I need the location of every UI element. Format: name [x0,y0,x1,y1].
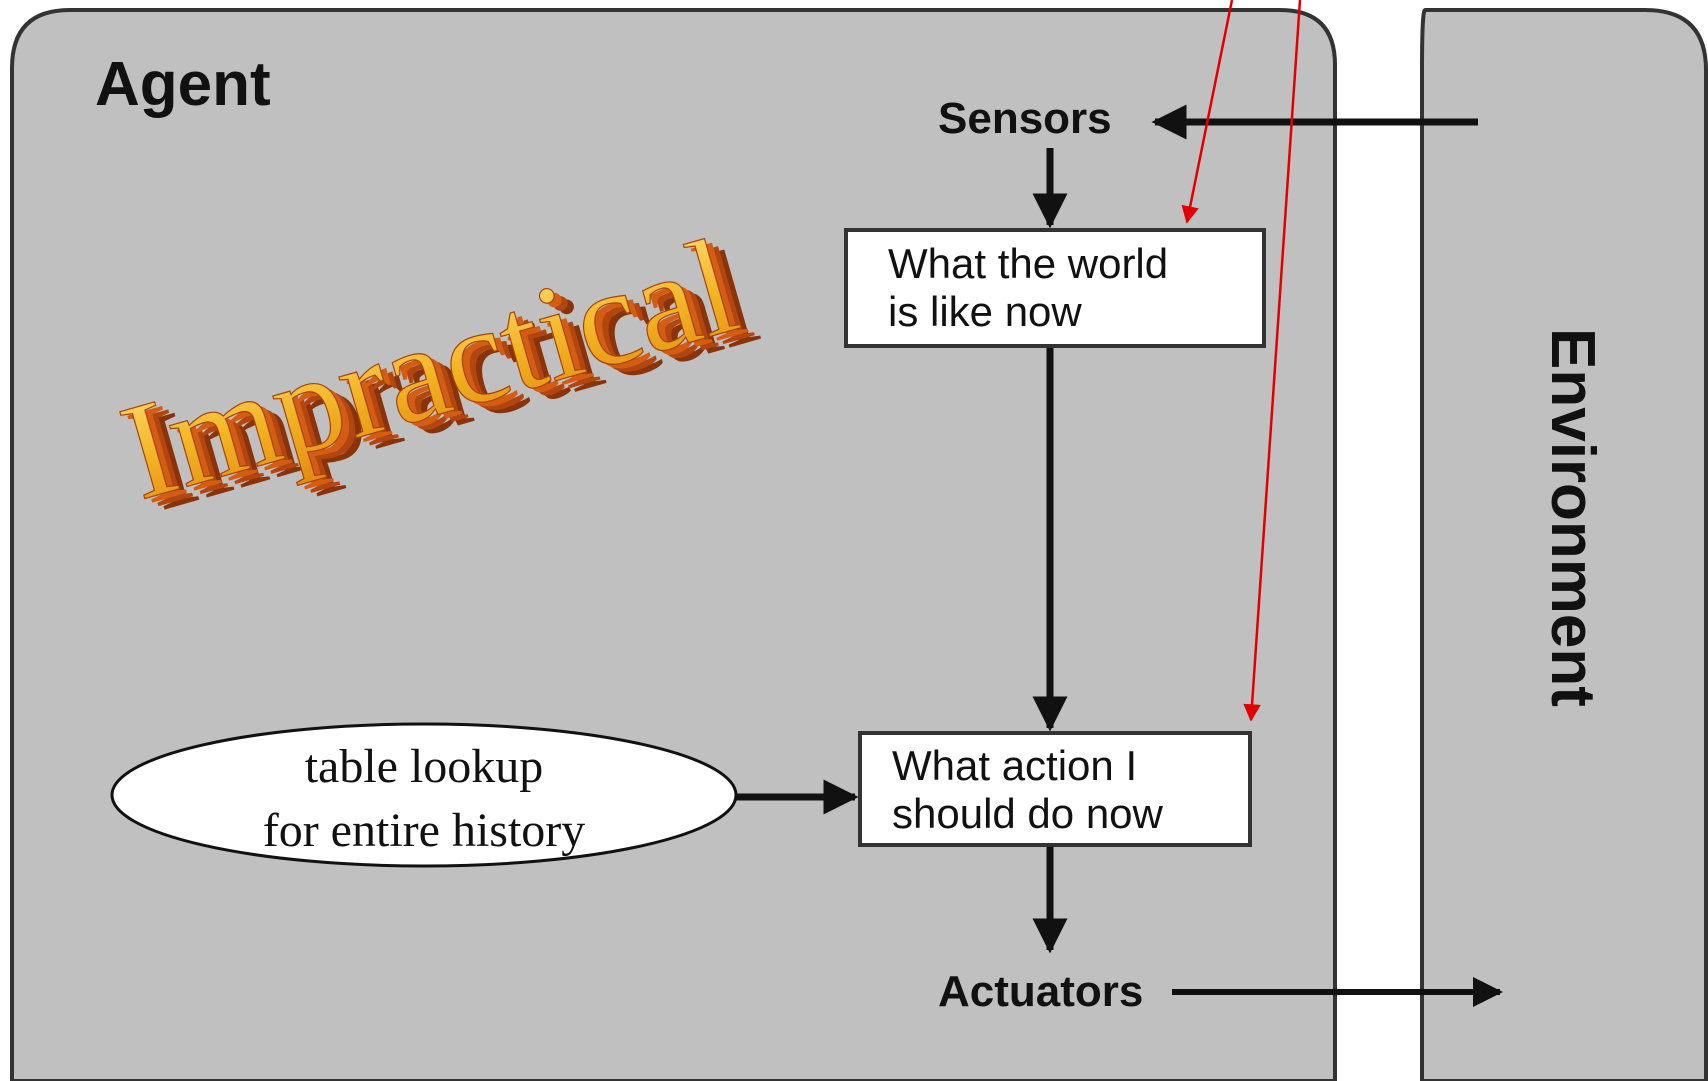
environment-label: Environment [1538,328,1607,707]
actuators-label: Actuators [938,967,1143,1016]
world-state-line2: is like now [888,288,1082,335]
table-lookup-line2: for entire history [263,804,586,857]
annotation-arrow-action [1243,0,1302,722]
sensors-label: Sensors [938,94,1112,143]
action-box-line2: should do now [892,790,1164,837]
world-state-box [844,228,1266,348]
world-state-line1: What the world [888,240,1168,287]
environment-panel [1420,8,1708,1081]
agent-panel [10,8,1337,1081]
action-box-line1: What action I [892,742,1137,789]
table-lookup-line1: table lookup [305,740,544,793]
annotation-arrow-world [1181,0,1234,224]
action-box [858,731,1252,847]
table-lookup-ellipse [110,722,738,868]
agent-title: Agent [95,50,271,119]
